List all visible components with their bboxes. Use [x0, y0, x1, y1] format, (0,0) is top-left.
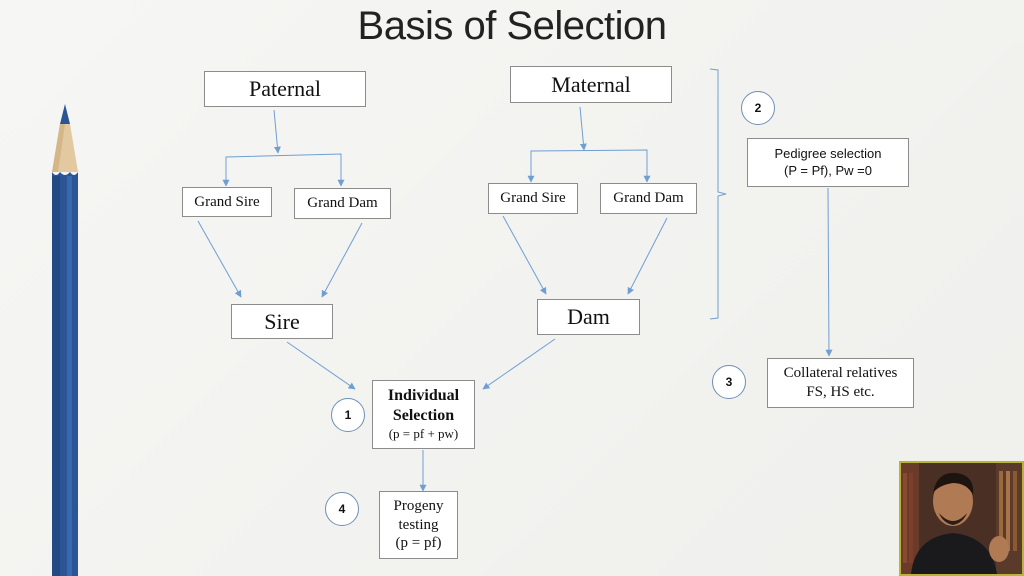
- dam-label: Dam: [567, 304, 610, 330]
- individual-formula: (p = pf + pw): [388, 426, 459, 442]
- bracket-paternal: [225, 153, 342, 186]
- progeny-testing-box: Progeny testing (p = pf): [379, 491, 458, 559]
- arrow-pat-gd-to-sire: [321, 222, 363, 298]
- paternal-label: Paternal: [248, 76, 322, 102]
- bracket-maternal: [530, 149, 648, 182]
- collateral-line2: FS, HS etc.: [806, 384, 875, 400]
- pat-grand-dam-box: Grand Dam: [294, 188, 391, 219]
- marker-circle-4: 4: [325, 492, 359, 526]
- individual-title-line1: Individual: [387, 387, 460, 405]
- marker-4-label: 4: [338, 502, 346, 516]
- pat-grand-dam-label: Grand Dam: [307, 195, 378, 212]
- arrow-paternal-down: [273, 109, 281, 154]
- marker-circle-3: 3: [712, 365, 746, 399]
- marker-2-label: 2: [754, 101, 762, 115]
- pat-grand-sire-box: Grand Sire: [182, 187, 272, 217]
- arrow-mat-gs-to-dam: [502, 215, 547, 295]
- maternal-label: Maternal: [551, 71, 631, 97]
- marker-1-label: 1: [344, 408, 352, 422]
- sire-box: Sire: [231, 304, 333, 339]
- progeny-line1: Progeny: [393, 497, 444, 514]
- progeny-formula: (p = pf): [395, 535, 442, 552]
- marker-circle-1: 1: [331, 398, 365, 432]
- arrow-mat-gd-to-dam: [627, 217, 668, 295]
- pedigree-formula: (P = Pf), Pw =0: [784, 162, 872, 178]
- marker-circle-2: 2: [741, 91, 775, 125]
- dam-box: Dam: [537, 299, 640, 335]
- arrow-pat-gs-to-sire: [197, 220, 242, 298]
- presenter-photo: [899, 461, 1024, 576]
- pedigree-brace: [709, 68, 727, 320]
- pedigree-selection-box: Pedigree selection (P = Pf), Pw =0: [747, 138, 909, 187]
- collateral-relatives-box: Collateral relatives FS, HS etc.: [767, 358, 914, 408]
- pencil-icon: [52, 104, 78, 576]
- slide-title: Basis of Selection: [357, 4, 667, 48]
- presenter-image: [901, 463, 1022, 574]
- mat-grand-dam-box: Grand Dam: [600, 183, 697, 214]
- paternal-box: Paternal: [204, 71, 366, 107]
- arrow-pedigree-to-collateral: [825, 187, 833, 357]
- progeny-line2: testing: [398, 516, 439, 533]
- pedigree-line1: Pedigree selection: [774, 146, 882, 162]
- collateral-line1: Collateral relatives: [783, 365, 898, 382]
- mat-grand-dam-label: Grand Dam: [613, 190, 684, 207]
- mat-grand-sire-label: Grand Sire: [500, 190, 566, 207]
- individual-title-line2: Selection: [392, 407, 455, 425]
- pat-grand-sire-label: Grand Sire: [194, 193, 260, 210]
- marker-3-label: 3: [725, 375, 733, 389]
- arrow-sire-to-individual: [286, 341, 356, 390]
- arrow-dam-to-individual: [482, 338, 556, 390]
- arrow-maternal-down: [579, 106, 587, 151]
- maternal-box: Maternal: [510, 66, 672, 103]
- mat-grand-sire-box: Grand Sire: [488, 183, 578, 214]
- sire-label: Sire: [264, 308, 300, 334]
- individual-selection-box: Individual Selection (p = pf + pw): [372, 380, 475, 449]
